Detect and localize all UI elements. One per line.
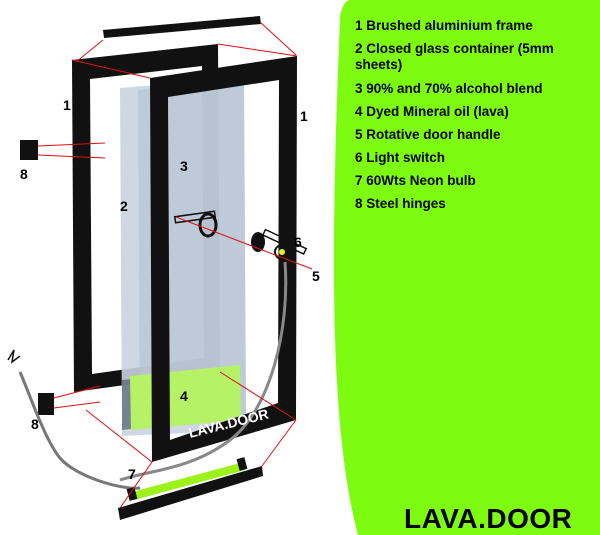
bulb-cap-right	[236, 457, 248, 471]
handle-bar	[173, 210, 217, 224]
legend-item-4: 4 Dyed Mineral oil (lava)	[355, 104, 509, 119]
leader-lines	[37, 21, 313, 509]
bulb-cap-left	[126, 487, 138, 501]
hinge-top	[20, 140, 38, 160]
legend-item-5: 5 Rotative door handle	[355, 127, 501, 142]
light-switch-ring	[274, 244, 290, 260]
callout-3: 3	[180, 158, 188, 174]
brand-title: LAVA.DOOR	[404, 503, 573, 534]
hinge-bottom	[38, 393, 54, 415]
legend-item-7: 7 60Wts Neon bulb	[355, 173, 476, 188]
callout-2: 2	[120, 198, 128, 214]
callout-1-left: 1	[63, 97, 71, 113]
handle-knob-inner	[198, 212, 218, 238]
power-wire	[18, 371, 141, 490]
callout-8-bottom: 8	[31, 416, 39, 432]
electric-icon	[7, 349, 21, 364]
light-switch	[279, 249, 285, 255]
legend-item-1: 1 Brushed aluminium frame	[355, 18, 533, 33]
neon-bulb	[132, 462, 245, 500]
callout-8-top: 8	[20, 166, 28, 182]
callout-1-right: 1	[300, 108, 308, 124]
switch-wire	[119, 261, 288, 482]
lime-background-shape	[333, 0, 600, 535]
front-frame	[150, 56, 297, 462]
callout-7: 7	[128, 466, 136, 482]
top-rail	[103, 16, 261, 38]
legend-item-2: 2 Closed glass container (5mm sheets)	[355, 41, 554, 72]
legend: 1 Brushed aluminium frame 2 Closed glass…	[355, 18, 595, 219]
callout-5: 5	[312, 268, 320, 284]
bottom-rail	[118, 466, 263, 520]
callout-4: 4	[180, 388, 188, 404]
legend-item-3: 3 90% and 70% alcohol blend	[355, 81, 543, 96]
legend-item-8: 8 Steel hinges	[355, 196, 446, 211]
legend-item-6: 6 Light switch	[355, 150, 446, 165]
callout-6: 6	[294, 234, 302, 250]
